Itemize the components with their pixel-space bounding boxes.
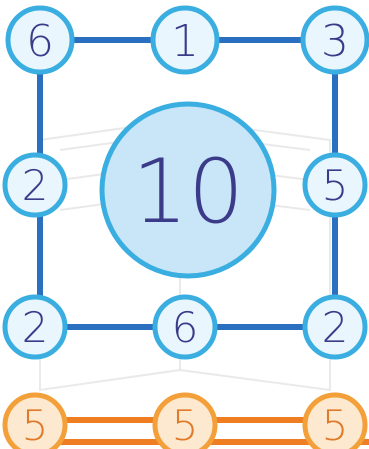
node-next-middle: 5 — [155, 395, 215, 449]
node-bottom-right-text: 2 — [322, 303, 349, 352]
center-total-text: 10 — [132, 140, 244, 243]
node-bottom-left-text: 2 — [22, 303, 49, 352]
node-top-left-text: 6 — [26, 16, 54, 67]
node-bottom-middle: 6 — [155, 297, 215, 357]
node-middle-left: 2 — [5, 155, 65, 215]
node-bottom-left: 2 — [5, 297, 65, 357]
node-middle-left-text: 2 — [22, 161, 49, 210]
node-next-middle-text: 5 — [172, 401, 199, 449]
node-next-right-text: 5 — [322, 401, 349, 449]
center-total-node: 10 — [102, 104, 274, 276]
node-top-middle-text: 1 — [171, 16, 199, 67]
node-top-middle: 1 — [153, 8, 217, 72]
node-bottom-right: 2 — [305, 297, 365, 357]
node-bottom-middle-text: 6 — [172, 303, 199, 352]
node-top-right-text: 3 — [321, 16, 349, 67]
node-next-left: 5 — [5, 395, 65, 449]
node-top-left: 6 — [8, 8, 72, 72]
node-next-right: 5 — [305, 395, 365, 449]
node-next-left-text: 5 — [22, 401, 49, 449]
node-middle-right: 5 — [305, 155, 365, 215]
node-top-right: 3 — [303, 8, 367, 72]
node-middle-right-text: 5 — [322, 161, 349, 210]
